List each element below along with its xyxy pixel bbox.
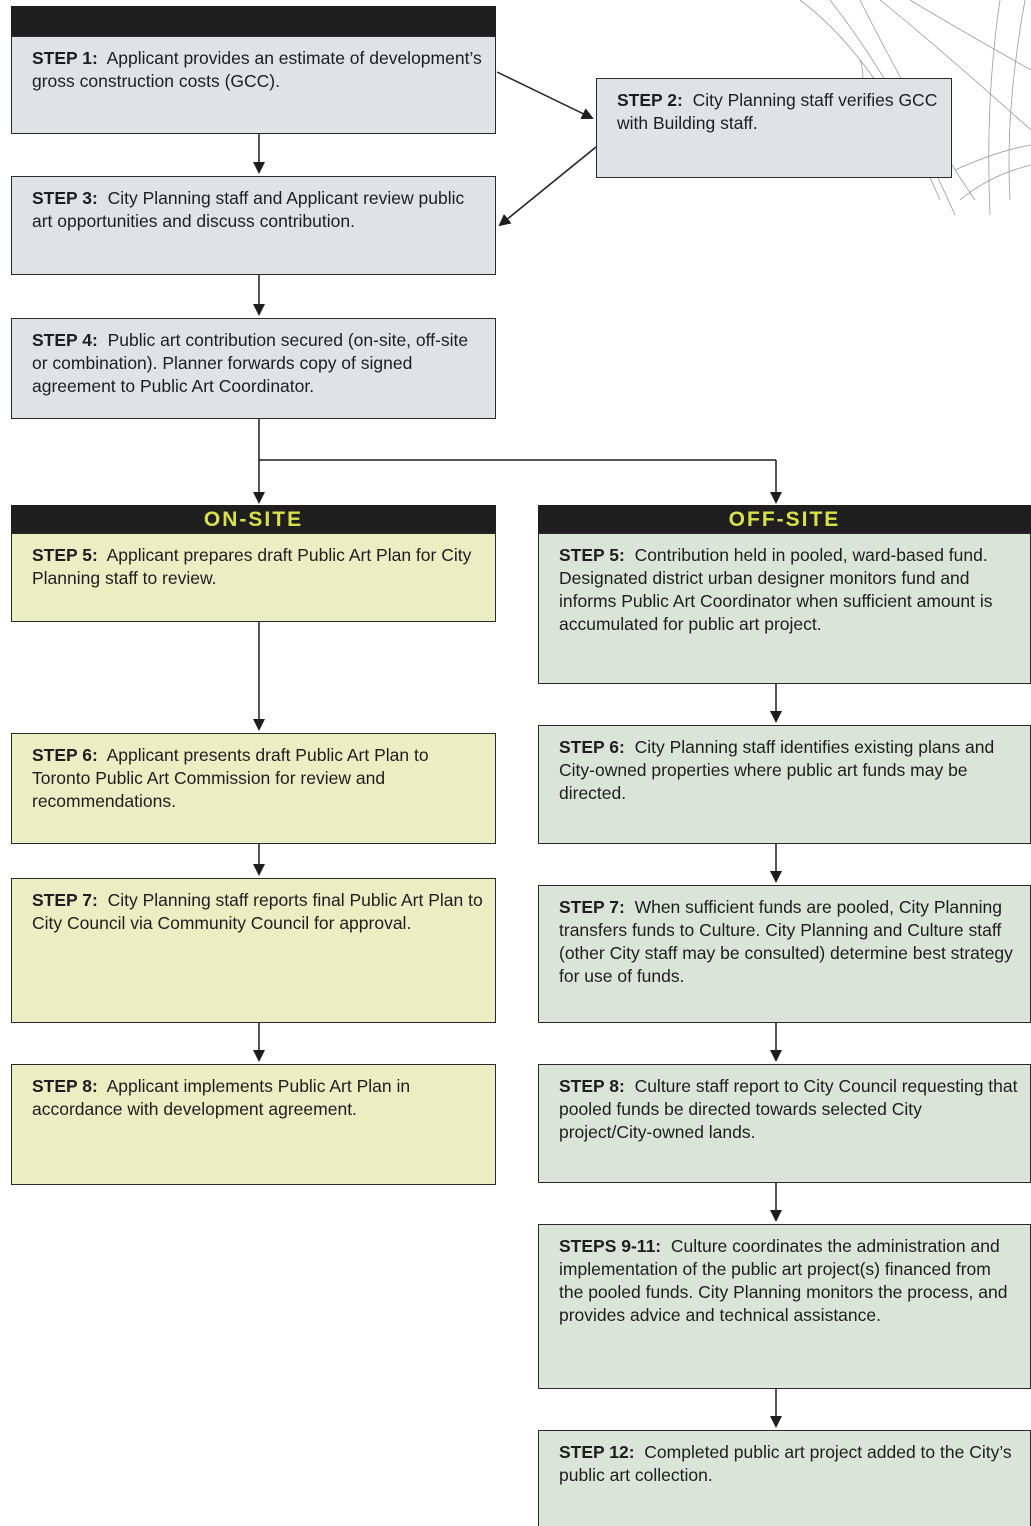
offsite-step-5-label: STEP 5: (559, 545, 625, 565)
offsite-header: OFF-SITE (538, 505, 1031, 535)
offsite-step-12-box: STEP 12: Completed public art project ad… (538, 1430, 1031, 1526)
onsite-step-5-label: STEP 5: (32, 545, 98, 565)
offsite-step-12-text: Completed public art project added to th… (559, 1442, 1012, 1485)
offsite-step-6-label: STEP 6: (559, 737, 625, 757)
step-4-box: STEP 4: Public art contribution secured … (11, 318, 496, 419)
offsite-step-5-box: STEP 5: Contribution held in pooled, war… (538, 533, 1031, 684)
onsite-step-5-text: Applicant prepares draft Public Art Plan… (32, 545, 472, 588)
step-2-label: STEP 2: (617, 90, 683, 110)
onsite-step-7-label: STEP 7: (32, 890, 98, 910)
onsite-step-6-text: Applicant presents draft Public Art Plan… (32, 745, 429, 811)
onsite-step-7-text: City Planning staff reports final Public… (32, 890, 483, 933)
onsite-step-5-box: STEP 5: Applicant prepares draft Public … (11, 533, 496, 622)
offsite-step-8-text: Culture staff report to City Council req… (559, 1076, 1018, 1142)
arrow-step2-to-step3 (498, 146, 597, 227)
offsite-step-9-11-label: STEPS 9-11: (559, 1236, 662, 1256)
onsite-step-8-label: STEP 8: (32, 1076, 98, 1096)
step-2-box: STEP 2: City Planning staff verifies GCC… (596, 78, 952, 178)
step-3-label: STEP 3: (32, 188, 98, 208)
onsite-step-6-box: STEP 6: Applicant presents draft Public … (11, 733, 496, 844)
step-4-label: STEP 4: (32, 330, 98, 350)
top-header-bar (11, 6, 496, 36)
step-1-text: Applicant provides an estimate of develo… (32, 48, 482, 91)
arrow-step1-to-step2 (496, 71, 594, 120)
step-2-text: City Planning staff verifies GCC with Bu… (617, 90, 938, 133)
offsite-step-5-text: Contribution held in pooled, ward-based … (559, 545, 993, 634)
step-3-text: City Planning staff and Applicant review… (32, 188, 465, 231)
step-1-label: STEP 1: (32, 48, 98, 68)
onsite-step-8-box: STEP 8: Applicant implements Public Art … (11, 1064, 496, 1185)
onsite-step-8-text: Applicant implements Public Art Plan in … (32, 1076, 411, 1119)
onsite-step-7-box: STEP 7: City Planning staff reports fina… (11, 878, 496, 1023)
offsite-step-9-11-box: STEPS 9-11: Culture coordinates the admi… (538, 1224, 1031, 1389)
offsite-step-9-11-text: Culture coordinates the administration a… (559, 1236, 1008, 1325)
onsite-header: ON-SITE (11, 505, 496, 535)
step-1-box: STEP 1: Applicant provides an estimate o… (11, 36, 496, 134)
offsite-step-7-box: STEP 7: When sufficient funds are pooled… (538, 885, 1031, 1023)
step-4-text: Public art contribution secured (on-site… (32, 330, 469, 396)
onsite-step-6-label: STEP 6: (32, 745, 98, 765)
offsite-step-7-label: STEP 7: (559, 897, 625, 917)
step-3-box: STEP 3: City Planning staff and Applican… (11, 176, 496, 275)
offsite-step-6-box: STEP 6: City Planning staff identifies e… (538, 725, 1031, 844)
branch-line (258, 418, 776, 461)
offsite-step-6-text: City Planning staff identifies existing … (559, 737, 995, 803)
offsite-step-8-box: STEP 8: Culture staff report to City Cou… (538, 1064, 1031, 1183)
offsite-step-8-label: STEP 8: (559, 1076, 625, 1096)
offsite-step-12-label: STEP 12: (559, 1442, 635, 1462)
offsite-step-7-text: When sufficient funds are pooled, City P… (559, 897, 1013, 986)
